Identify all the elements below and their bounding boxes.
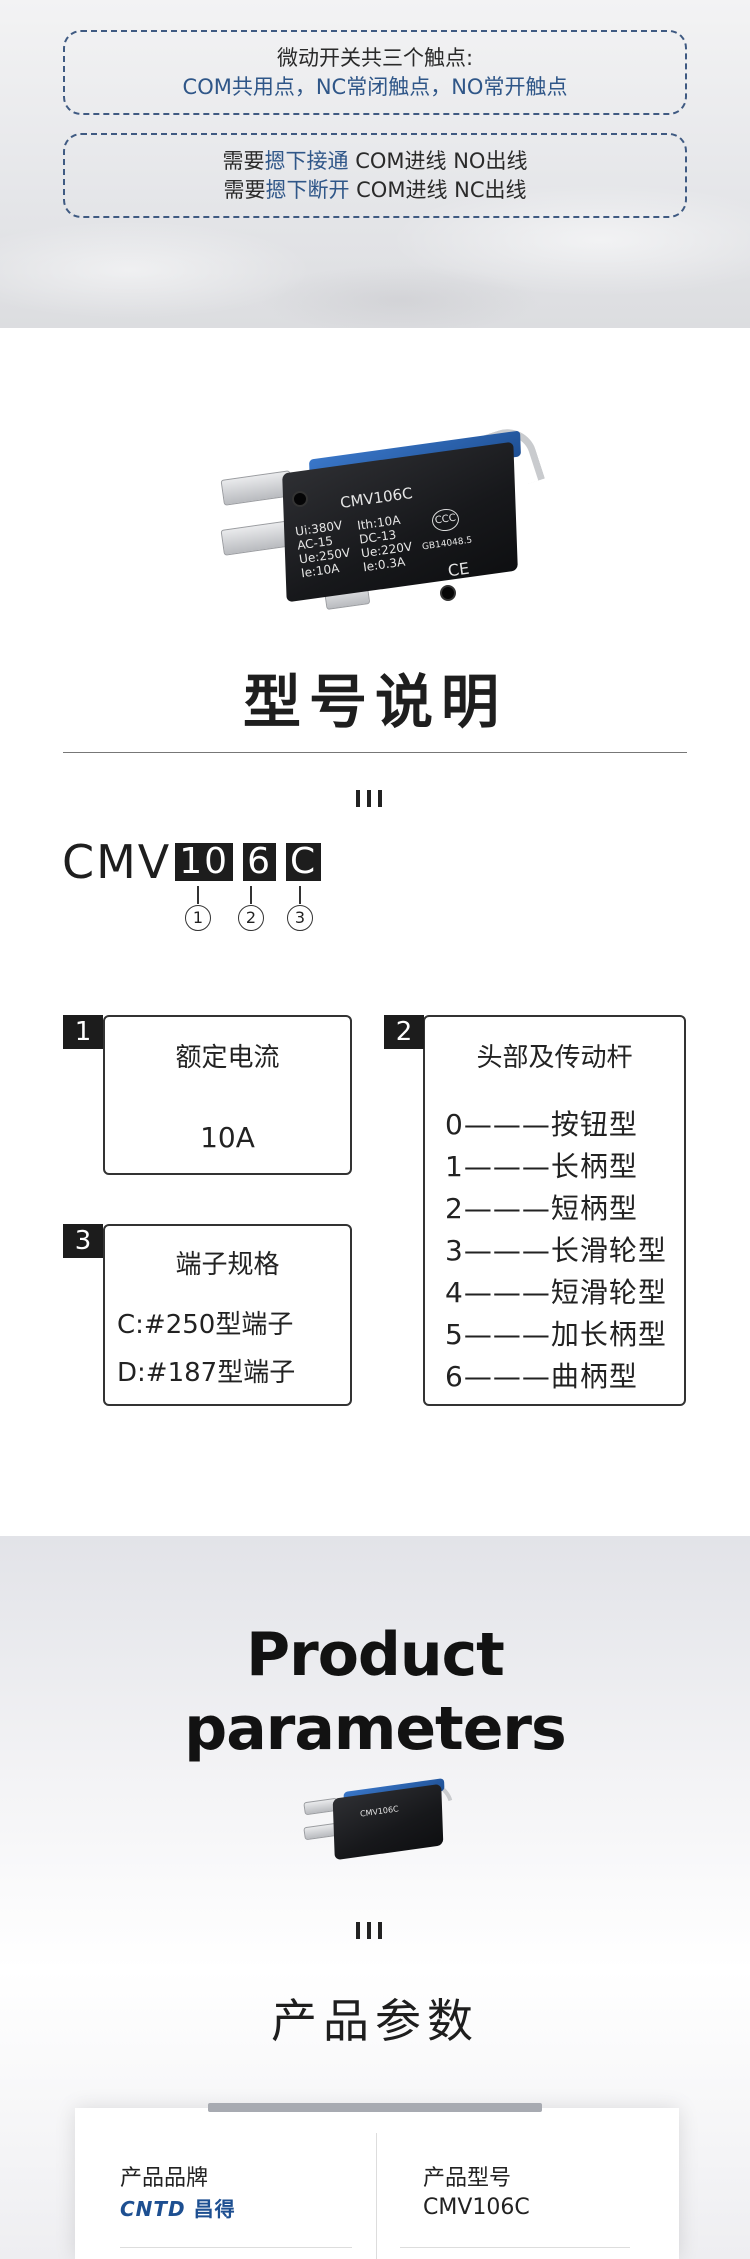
head-actuator-item: 2———短柄型 bbox=[445, 1192, 638, 1225]
model-value: CMV106C bbox=[423, 2195, 530, 2220]
rated-current-number: 1 bbox=[63, 1015, 103, 1049]
switch-terminal bbox=[220, 520, 294, 556]
model-code-part-3: C bbox=[286, 843, 322, 881]
head-actuator-item: 1———长柄型 bbox=[445, 1150, 638, 1183]
model-code: CMV 10 6 C bbox=[62, 835, 331, 889]
contacts-line2: COM共用点，NC常闭触点，NO常开触点 bbox=[182, 75, 568, 99]
head-actuator-number: 2 bbox=[384, 1015, 424, 1049]
brand-logo-cn: 昌得 bbox=[193, 2197, 236, 2221]
micro-switch-thumbnail: CMV106C bbox=[300, 1773, 470, 1875]
wiring-row-highlight: 摁下接通 bbox=[264, 149, 349, 173]
contacts-info-box: 微动开关共三个触点: COM共用点，NC常闭触点，NO常开触点 bbox=[63, 30, 687, 115]
params-row-divider bbox=[120, 2247, 352, 2248]
model-code-prefix: CMV bbox=[62, 835, 172, 889]
brand-logo: CNTD 昌得 bbox=[120, 2193, 236, 2222]
terminal-spec-title: 端子规格 bbox=[175, 1250, 280, 1280]
marker-1: 1 bbox=[185, 905, 211, 931]
marker-stem bbox=[197, 886, 199, 904]
section-marker-icon bbox=[356, 1922, 382, 1939]
params-row-divider bbox=[400, 2247, 630, 2248]
contacts-line1: 微动开关共三个触点: bbox=[276, 46, 474, 70]
terminal-spec-item: C:#250型端子 bbox=[117, 1310, 294, 1340]
wiring-row: 需要摁下接通 COM进线 NO出线 bbox=[65, 147, 685, 176]
wiring-row: 需要摁下断开 COM进线 NC出线 bbox=[65, 176, 685, 205]
wiring-row-prefix: 需要 bbox=[223, 178, 266, 202]
contacts-banner: 微动开关共三个触点: COM共用点，NC常闭触点，NO常开触点 需要摁下接通 C… bbox=[0, 0, 750, 328]
marker-3: 3 bbox=[287, 905, 313, 931]
marker-stem bbox=[250, 886, 252, 904]
switch-spec-right: Ith:10A DC-13 Ue:220V Ie:0.3A bbox=[356, 512, 414, 575]
wiring-row-text: COM进线 NO出线 bbox=[348, 149, 528, 173]
model-code-part-2: 6 bbox=[243, 843, 276, 881]
switch-mount-hole bbox=[440, 585, 456, 601]
head-actuator-title: 头部及传动杆 bbox=[476, 1043, 633, 1073]
params-table bbox=[75, 2108, 679, 2259]
head-actuator-item: 6———曲柄型 bbox=[445, 1360, 638, 1393]
wiring-row-prefix: 需要 bbox=[222, 149, 265, 173]
micro-switch-image: CMV106C Ui:380V AC-15 Ue:250V Ie:10A Ith… bbox=[210, 421, 580, 625]
params-cn-title: 产品参数 bbox=[271, 1994, 479, 2048]
head-actuator-item: 0———按钮型 bbox=[445, 1108, 638, 1141]
terminal-spec-number: 3 bbox=[63, 1224, 103, 1258]
params-table-bar bbox=[208, 2103, 542, 2112]
marker-2: 2 bbox=[238, 905, 264, 931]
rated-current-title: 额定电流 bbox=[175, 1043, 280, 1073]
model-section-title: 型号说明 bbox=[242, 668, 507, 736]
switch-ce-mark: CE bbox=[446, 558, 471, 581]
wiring-row-highlight: 摁下断开 bbox=[265, 178, 350, 202]
switch-mount-hole bbox=[292, 491, 308, 507]
brand-logo-text: CNTD bbox=[120, 2197, 186, 2221]
terminal-spec-item: D:#187型端子 bbox=[117, 1358, 296, 1388]
head-actuator-item: 3———长滑轮型 bbox=[445, 1234, 667, 1267]
head-actuator-card: 头部及传动杆 0———按钮型 1———长柄型 2———短柄型 3———长滑轮型 … bbox=[423, 1015, 686, 1406]
model-label: 产品型号 bbox=[423, 2166, 512, 2191]
head-actuator-item: 5———加长柄型 bbox=[445, 1318, 667, 1351]
model-code-part-1: 10 bbox=[175, 843, 234, 881]
marker-stem bbox=[299, 886, 301, 904]
wiring-info-box: 需要摁下接通 COM进线 NO出线 需要摁下断开 COM进线 NC出线 bbox=[63, 133, 687, 218]
params-title-line2: parameters bbox=[184, 1694, 566, 1764]
wiring-row-text: COM进线 NC出线 bbox=[349, 178, 527, 202]
switch-spec-left: Ui:380V AC-15 Ue:250V Ie:10A bbox=[294, 518, 352, 581]
params-column-divider bbox=[376, 2133, 377, 2259]
rated-current-value: 10A bbox=[200, 1121, 255, 1154]
brand-label: 产品品牌 bbox=[120, 2166, 209, 2191]
terminal-spec-card: 端子规格 C:#250型端子 D:#187型端子 bbox=[103, 1224, 352, 1406]
rated-current-card: 额定电流 10A bbox=[103, 1015, 352, 1175]
head-actuator-item: 4———短滑轮型 bbox=[445, 1276, 667, 1309]
params-title-line1: Product bbox=[246, 1620, 505, 1690]
section-marker-icon bbox=[356, 790, 382, 807]
title-divider bbox=[63, 752, 687, 753]
